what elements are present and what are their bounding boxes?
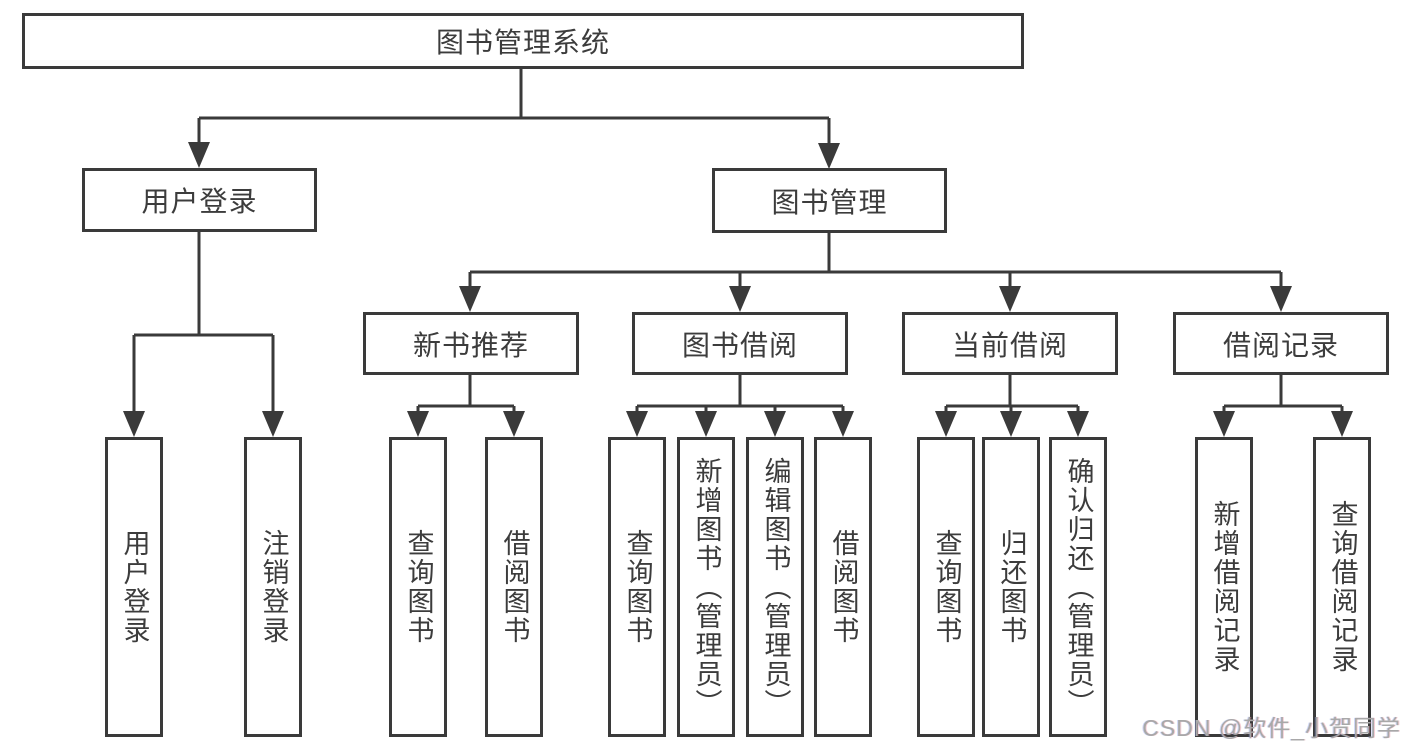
leaf-query-books-current: 查询图书 xyxy=(917,437,975,737)
node-borrowing-records: 借阅记录 xyxy=(1173,312,1389,375)
leaf-logout: 注销登录 xyxy=(244,437,302,737)
leaf-edit-books-admin: 编辑图书（管理员） xyxy=(746,437,804,737)
leaf-query-books-recommend: 查询图书 xyxy=(389,437,447,737)
leaf-add-borrow-record: 新增借阅记录 xyxy=(1195,437,1253,737)
leaf-borrow-books: 借阅图书 xyxy=(814,437,872,737)
node-book-borrowing: 图书借阅 xyxy=(632,312,848,375)
leaf-user-login: 用户登录 xyxy=(105,437,163,737)
leaf-query-books-borrow: 查询图书 xyxy=(608,437,666,737)
csdn-watermark: CSDN @软件_小贺同学 xyxy=(1142,715,1401,741)
node-new-book-recommend: 新书推荐 xyxy=(363,312,579,375)
leaf-query-borrow-record: 查询借阅记录 xyxy=(1313,437,1371,737)
leaf-confirm-return-admin: 确认归还（管理员） xyxy=(1049,437,1107,737)
node-user-login: 用户登录 xyxy=(82,168,317,232)
node-current-borrowing: 当前借阅 xyxy=(902,312,1118,375)
leaf-return-books: 归还图书 xyxy=(982,437,1040,737)
leaf-borrow-books-recommend: 借阅图书 xyxy=(485,437,543,737)
node-library-system: 图书管理系统 xyxy=(22,13,1024,69)
leaf-add-books-admin: 新增图书（管理员） xyxy=(677,437,735,737)
node-book-management: 图书管理 xyxy=(712,168,947,233)
